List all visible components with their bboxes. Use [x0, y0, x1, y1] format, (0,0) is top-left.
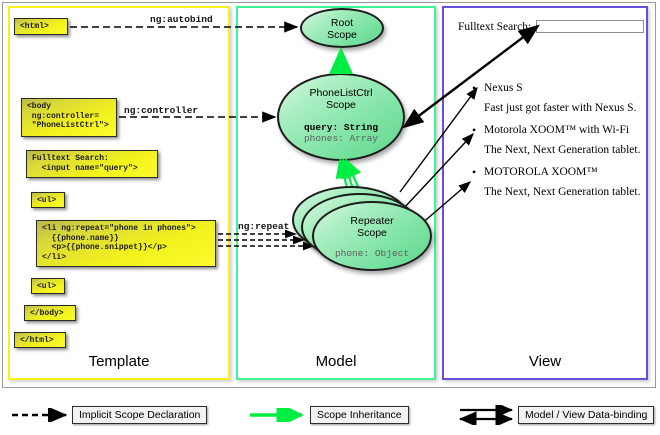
legend-label-scope-inheritance: Scope Inheritance	[310, 406, 409, 424]
repeater-scope-title-1: Repeater	[350, 215, 394, 227]
bullet-icon: •	[472, 165, 477, 179]
code-box-html-open: <html>	[14, 18, 68, 35]
root-scope-ellipse: Root Scope	[300, 8, 384, 48]
legend-label-model-view-data-binding: Model / View Data-binding	[518, 406, 655, 424]
phone-list: • Nexus S Fast just got faster with Nexu…	[470, 80, 646, 206]
legend-green-arrow-icon	[250, 408, 304, 422]
code-box-body-controller: <body ng:controller= "PhoneListCtrl">	[21, 98, 117, 137]
phone-name: • MOTOROLA XOOM™	[470, 164, 646, 180]
phone-name: • Motorola XOOM™ with Wi-Fi	[470, 122, 646, 138]
legend-item-model-view-data-binding: Model / View Data-binding	[458, 403, 655, 427]
legend-double-arrow-icon	[458, 405, 514, 425]
code-box-fulltext-search: Fulltext Search: <input name="query">	[26, 150, 158, 178]
phone-name-text: Nexus S	[484, 82, 523, 94]
code-box-li-repeat: <li ng:repeat="phone in phones"> {{phone…	[36, 220, 216, 267]
legend: Implicit Scope Declaration Scope Inherit…	[0, 396, 660, 435]
fulltext-search-input[interactable]	[536, 20, 645, 33]
legend-dashed-arrow-icon	[12, 408, 68, 422]
phonelistctrl-scope-prop-phones: phones: Array	[303, 133, 379, 144]
column-label-view: View	[528, 353, 562, 370]
phone-snippet: The Next, Next Generation tablet.	[484, 144, 641, 156]
column-view: Fulltext Search: • Nexus S Fast just got…	[442, 6, 648, 380]
root-scope-title-1: Root	[330, 17, 354, 29]
code-box-ul-open: <ul>	[31, 192, 65, 208]
phonelistctrl-scope-title-1: PhoneListCtrl	[309, 87, 373, 99]
code-box-ul-close: <ul>	[31, 278, 65, 294]
list-item: • Motorola XOOM™ with Wi-Fi The Next, Ne…	[470, 122, 646, 158]
edge-label-controller: ng:controller	[124, 105, 199, 116]
fulltext-search-label: Fulltext Search:	[458, 20, 532, 33]
phone-snippet: Fast just got faster with Nexus S.	[484, 102, 637, 114]
phonelistctrl-scope-prop-query: query: String	[303, 122, 379, 133]
legend-item-implicit-scope-declaration: Implicit Scope Declaration	[10, 403, 208, 427]
edge-label-autobind: ng:autobind	[150, 14, 213, 25]
column-label-model: Model	[315, 353, 357, 370]
code-box-body-close: </body>	[24, 305, 76, 321]
view-content: Fulltext Search: • Nexus S Fast just got…	[444, 8, 646, 378]
phonelistctrl-scope-ellipse: PhoneListCtrl Scope query: String phones…	[277, 73, 405, 161]
column-label-template: Template	[88, 353, 150, 370]
bullet-icon: •	[472, 81, 477, 95]
view-search-row: Fulltext Search:	[458, 20, 645, 33]
repeater-scope-prop-phone: phone: Object	[334, 248, 410, 259]
root-scope-title-2: Scope	[327, 29, 357, 41]
phone-name-text: MOTOROLA XOOM™	[484, 166, 598, 178]
repeater-scope-title-2: Scope	[357, 227, 387, 239]
list-item: • MOTOROLA XOOM™ The Next, Next Generati…	[470, 164, 646, 200]
legend-item-scope-inheritance: Scope Inheritance	[248, 403, 409, 427]
repeater-scope-ellipse-front: Repeater Scope phone: Object	[312, 201, 432, 271]
legend-label-implicit-scope-declaration: Implicit Scope Declaration	[72, 406, 208, 424]
phonelistctrl-scope-title-2: Scope	[326, 99, 356, 111]
edge-label-repeat: ng:repeat	[238, 221, 290, 232]
bullet-icon: •	[472, 123, 477, 137]
phone-name: • Nexus S	[470, 80, 646, 96]
code-box-html-close: </html>	[14, 332, 66, 348]
phone-snippet: The Next, Next Generation tablet.	[484, 186, 641, 198]
phone-name-text: Motorola XOOM™ with Wi-Fi	[484, 124, 630, 136]
list-item: • Nexus S Fast just got faster with Nexu…	[470, 80, 646, 116]
